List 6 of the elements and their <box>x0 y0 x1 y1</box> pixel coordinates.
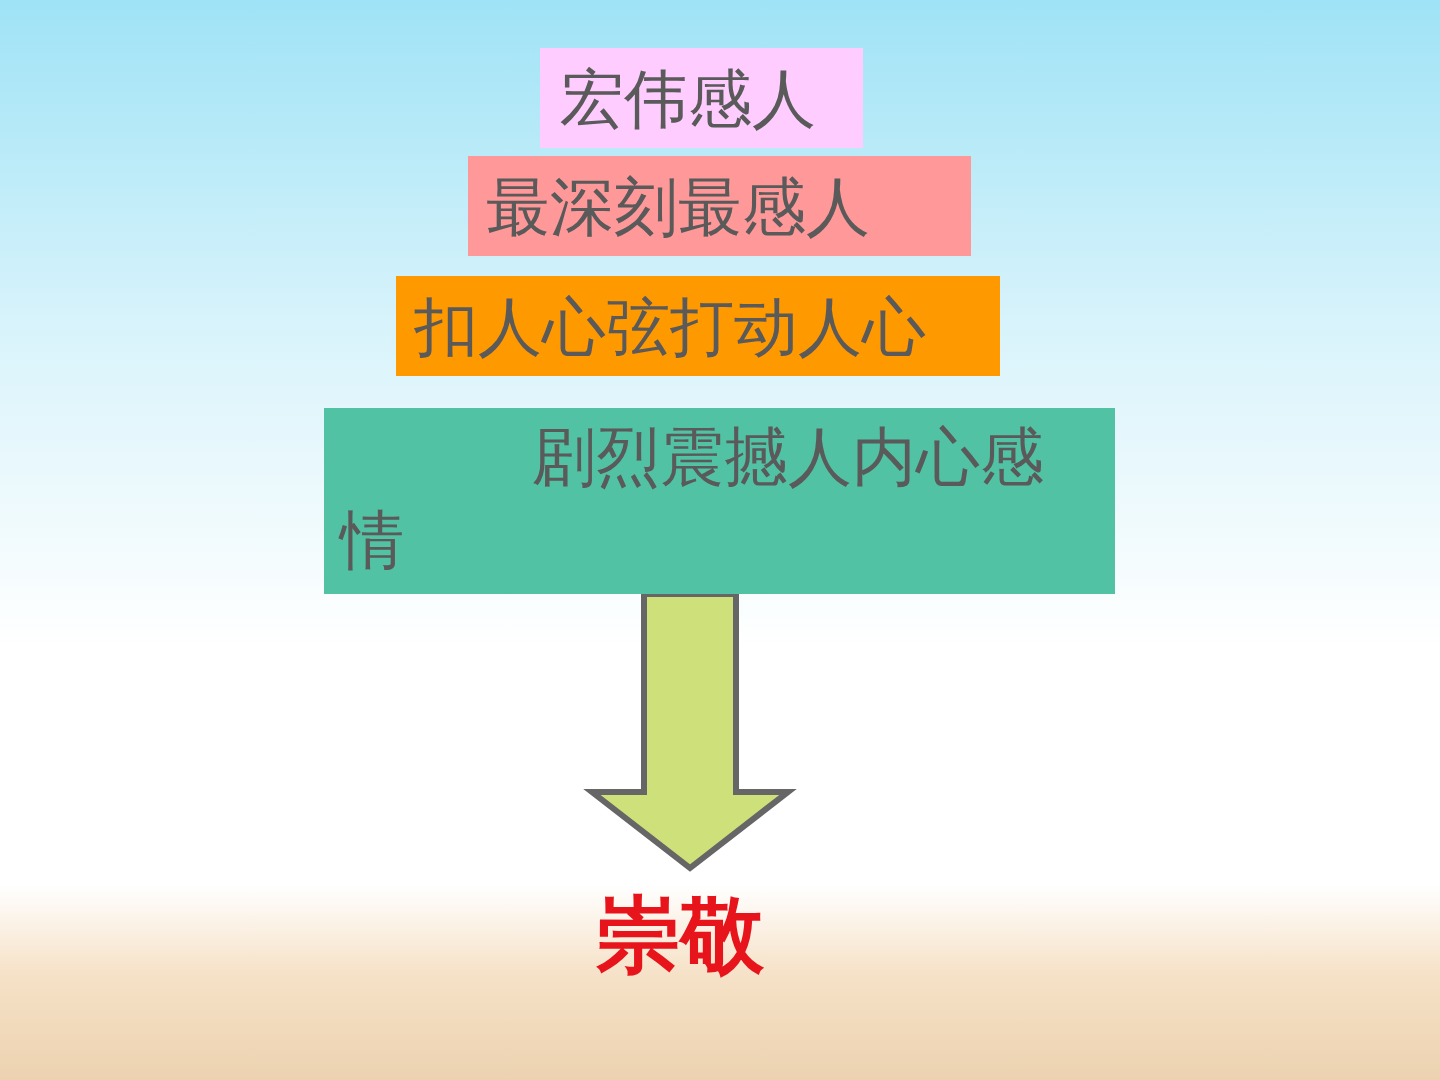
text-box: 宏伟感人 <box>540 48 863 148</box>
text-box: 最深刻最感人 <box>468 156 971 256</box>
text-box: 扣人心弦打动人心 <box>396 276 1000 376</box>
block-arrow <box>583 591 797 872</box>
result-text: 崇敬 <box>580 880 780 990</box>
text-box: 剧烈震撼人内心感情 <box>324 408 1115 594</box>
